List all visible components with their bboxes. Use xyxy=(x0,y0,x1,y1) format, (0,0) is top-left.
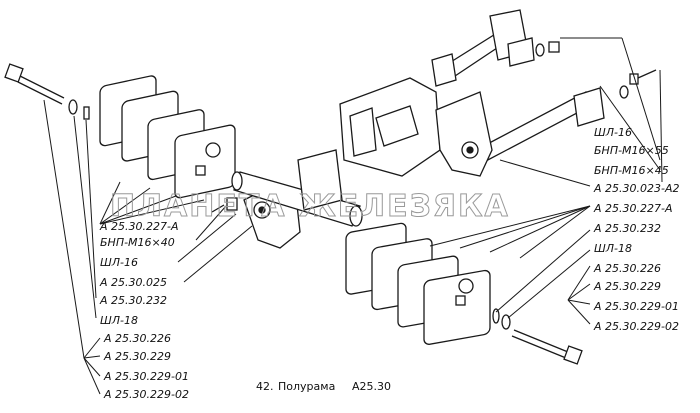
cushion-blocks-left xyxy=(99,75,236,199)
label-right-4: А 25.30.227-А xyxy=(593,202,673,215)
long-bolt-right xyxy=(492,308,583,365)
label-left-group-3: А 25.30.229-02 xyxy=(103,388,189,401)
label-left-group-1: А 25.30.229 xyxy=(103,350,171,363)
figure-caption: 42. Полурама А25.30 xyxy=(256,380,391,393)
label-left-1: БНП-М16×40 xyxy=(100,236,175,249)
label-right-group-3: А 25.30.229-02 xyxy=(593,320,679,333)
flange-plate xyxy=(297,149,343,211)
watermark-text: ПЛАНЕТА ЖЕЛЕЗЯКА xyxy=(110,189,510,224)
left-callout-labels: А 25.30.227-А БНП-М16×40 ШЛ-16 А 25.30.0… xyxy=(99,220,189,401)
label-right-5: А 25.30.232 xyxy=(593,222,661,235)
label-right-group-1: А 25.30.229 xyxy=(593,280,661,293)
leader-lines xyxy=(43,37,663,395)
half-frame xyxy=(339,9,605,177)
label-left-3: А 25.30.025 xyxy=(99,276,167,289)
label-left-group-0: А 25.30.226 xyxy=(103,332,171,345)
label-right-group-2: А 25.30.229-01 xyxy=(593,300,679,313)
label-left-5: ШЛ-18 xyxy=(100,314,138,327)
washer-left-small xyxy=(83,106,90,120)
label-left-0: А 25.30.227-А xyxy=(99,220,179,233)
label-right-1: БНП-М16×55 xyxy=(594,144,669,157)
label-left-group-2: А 25.30.229-01 xyxy=(103,370,189,383)
bolts-right-top xyxy=(535,41,657,99)
label-right-3: А 25.30.023-А2 xyxy=(593,182,680,195)
label-left-2: ШЛ-16 xyxy=(100,256,138,269)
caption-code: А25.30 xyxy=(352,380,391,393)
cushion-blocks-right xyxy=(345,222,491,345)
label-left-4: А 25.30.232 xyxy=(99,294,167,307)
center-tube xyxy=(231,171,363,227)
right-callout-labels: ШЛ-16 БНП-М16×55 БНП-М16×45 А 25.30.023-… xyxy=(593,126,680,333)
caption-number: 42. xyxy=(256,380,274,393)
label-right-0: ШЛ-16 xyxy=(594,126,632,139)
washer-left xyxy=(68,99,78,115)
caption-title: Полурама xyxy=(278,380,335,393)
long-bolt-left xyxy=(4,63,65,105)
label-right-6: ШЛ-18 xyxy=(594,242,632,255)
label-right-2: БНП-М16×45 xyxy=(594,164,669,177)
bolt-m16x40 xyxy=(211,197,238,213)
label-right-group-0: А 25.30.226 xyxy=(593,262,661,275)
